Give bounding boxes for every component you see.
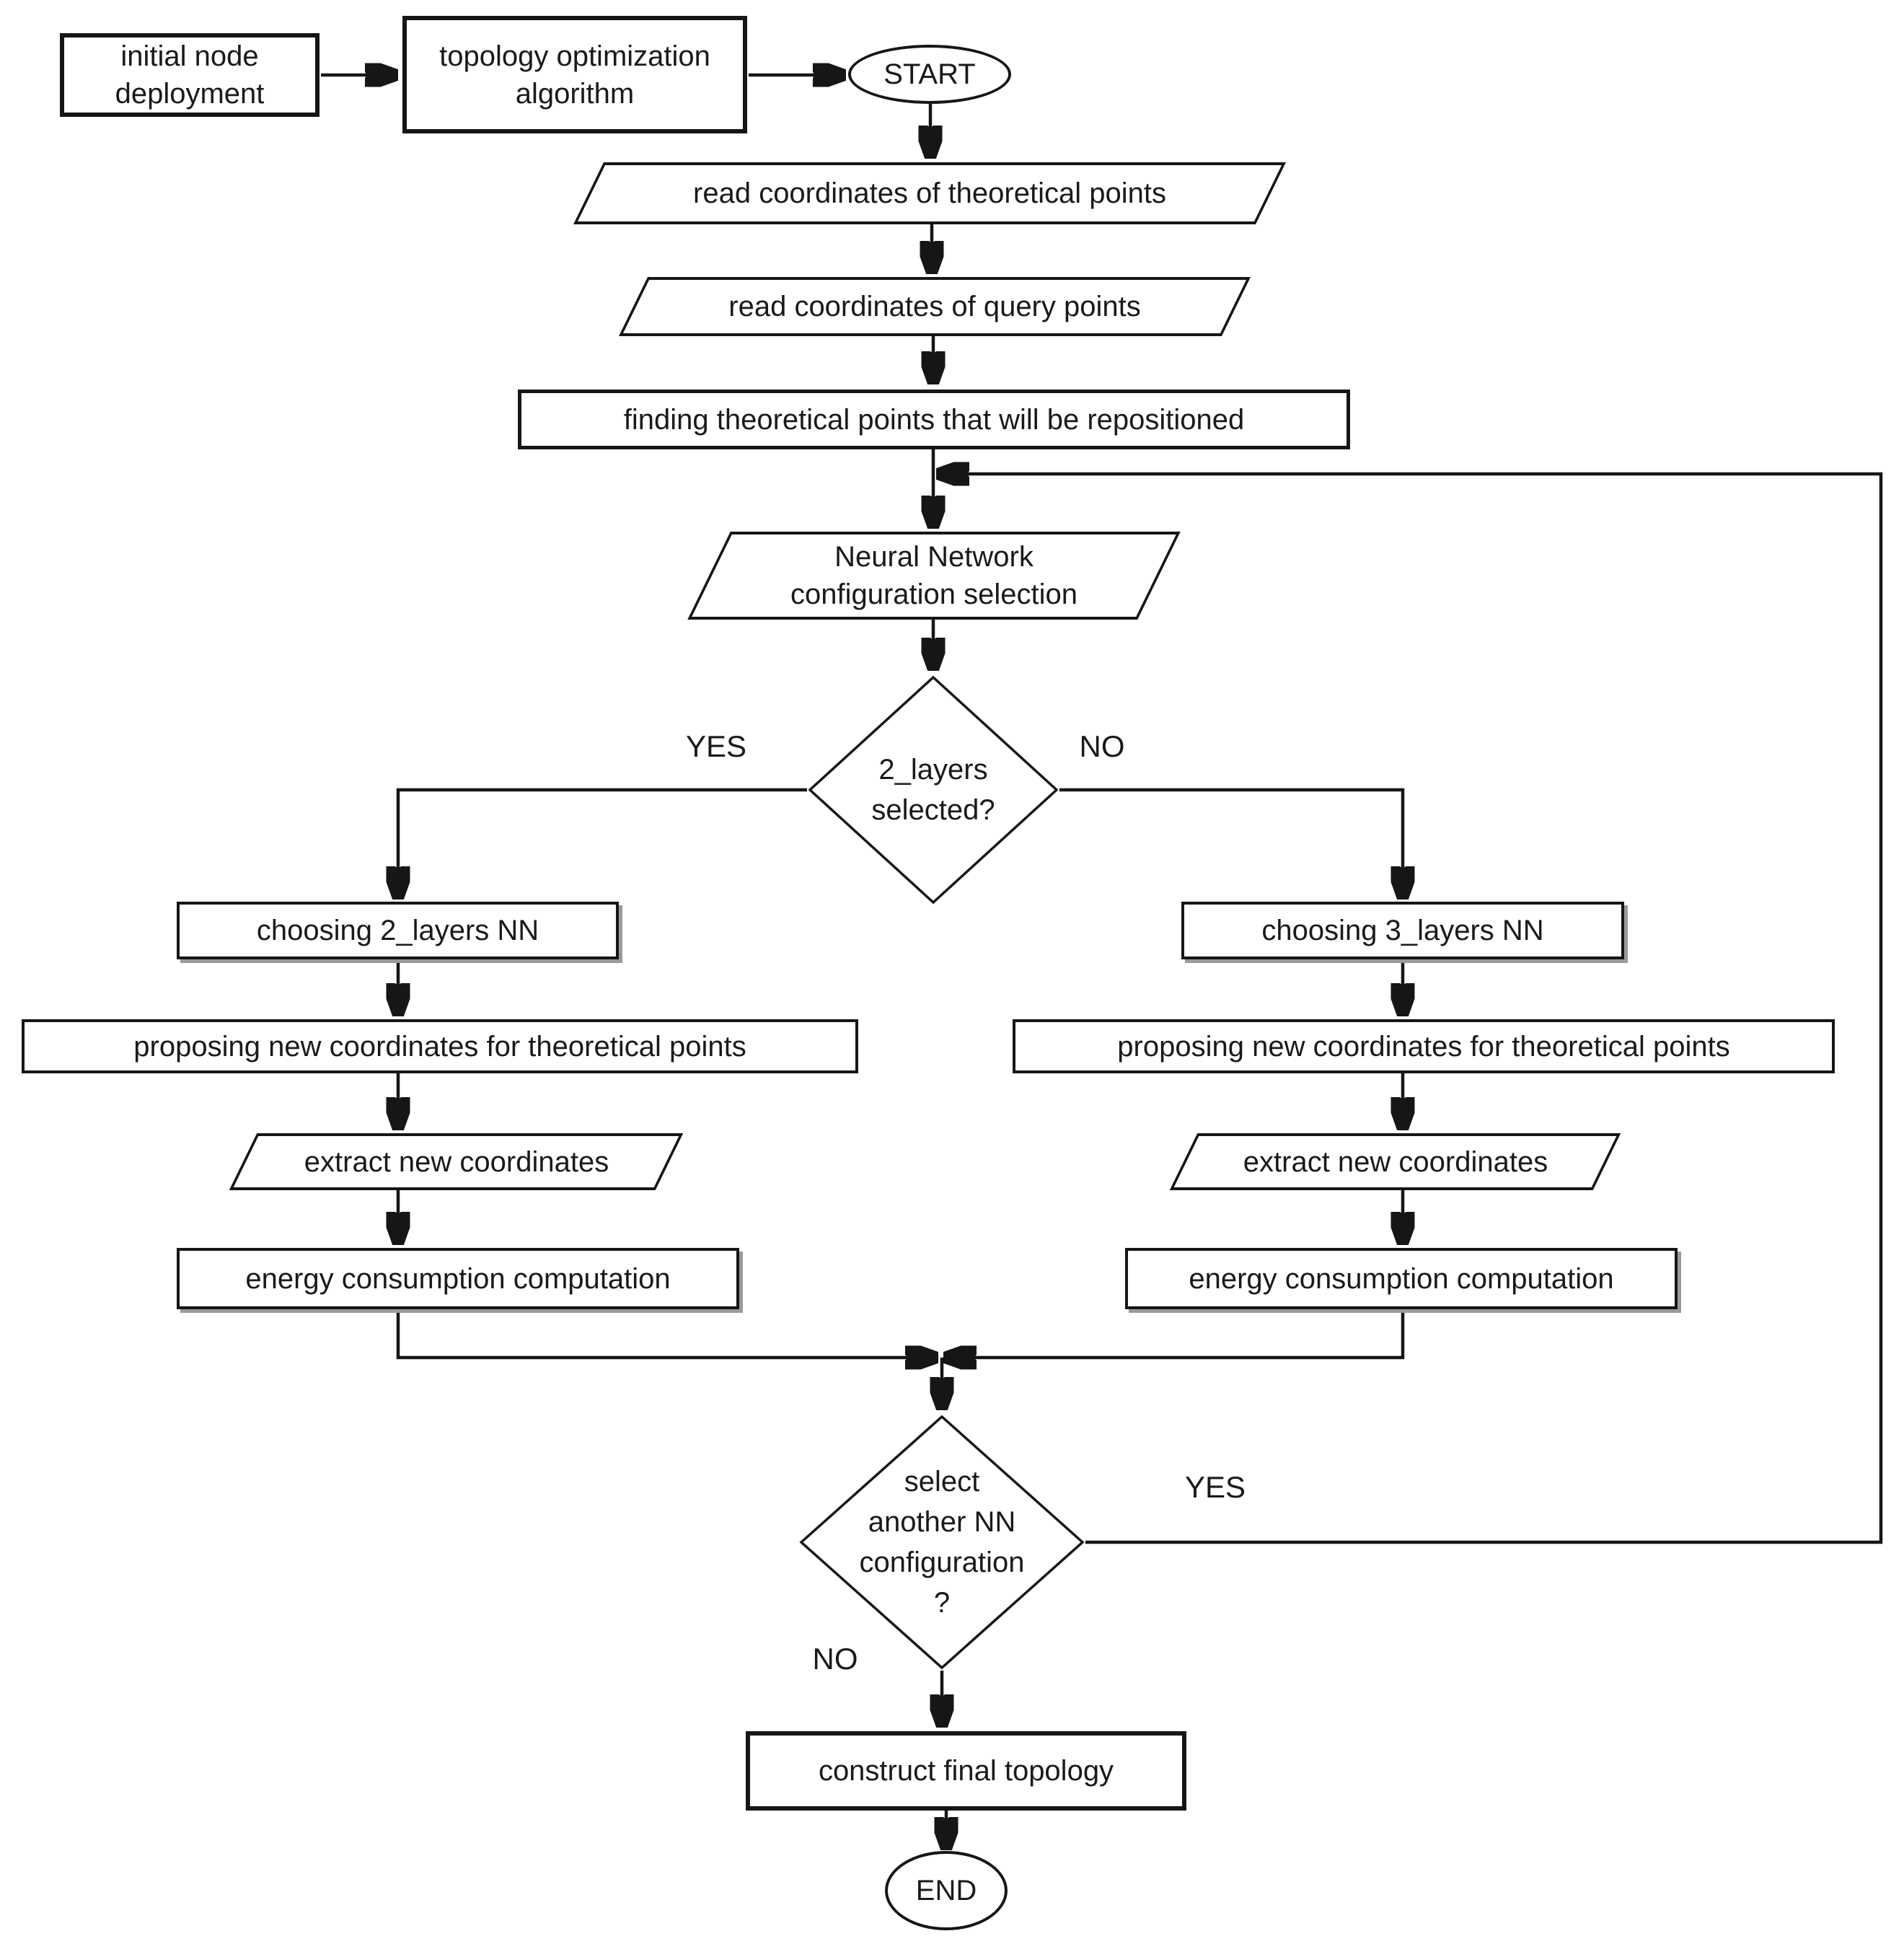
node-energy-left: energy consumption computation — [177, 1248, 739, 1309]
node-decision-2layers: 2_layers selected? — [807, 674, 1059, 905]
node-nn-config-selection-label: Neural Network configuration selection — [790, 541, 1078, 610]
node-extract-left-label: extract new coordinates — [304, 1145, 609, 1178]
node-finding-points-label: finding theoretical points that will be … — [623, 403, 1245, 436]
edge-label-yes-another: YES — [1184, 1470, 1246, 1504]
node-choosing-2layers: choosing 2_layers NN — [177, 902, 619, 959]
node-extract-right: extract new coordinates — [1169, 1133, 1621, 1190]
node-read-query-label: read coordinates of query points — [728, 291, 1141, 322]
edge-label-yes-2layers: YES — [685, 729, 747, 763]
node-proposing-right-label: proposing new coordinates for theoretica… — [1117, 1030, 1730, 1063]
node-decision-another-nn-label: select another NN configuration ? — [859, 1466, 1025, 1619]
node-energy-left-label: energy consumption computation — [245, 1262, 671, 1295]
node-construct-topology-label: construct final topology — [818, 1755, 1114, 1787]
node-nn-config-selection: Neural Network configuration selection — [687, 532, 1181, 620]
node-construct-topology: construct final topology — [746, 1731, 1186, 1811]
node-finding-points: finding theoretical points that will be … — [518, 390, 1350, 449]
node-end-label: END — [915, 1875, 977, 1906]
node-choosing-2layers-label: choosing 2_layers NN — [256, 915, 539, 946]
node-energy-right: energy consumption computation — [1125, 1248, 1678, 1309]
node-choosing-3layers-label: choosing 3_layers NN — [1261, 915, 1544, 946]
node-extract-left: extract new coordinates — [229, 1133, 684, 1190]
node-initial-deployment: initial node deployment — [60, 33, 319, 117]
edge-decision-no-to-choosing3 — [1059, 788, 1403, 896]
node-proposing-left-label: proposing new coordinates for theoretica… — [133, 1030, 746, 1063]
node-topology-algorithm-label: topology optimization algorithm — [439, 40, 710, 110]
node-read-query: read coordinates of query points — [619, 277, 1251, 336]
node-energy-right-label: energy consumption computation — [1189, 1262, 1614, 1295]
node-decision-another-nn: select another NN configuration ? — [798, 1414, 1085, 1671]
diamond-shape — [808, 675, 1059, 905]
node-proposing-right: proposing new coordinates for theoretica… — [1013, 1019, 1835, 1073]
edge-loopback-yes-another — [940, 474, 1883, 1544]
node-read-theoretical-label: read coordinates of theoretical points — [693, 177, 1166, 209]
edge-label-no-another: NO — [812, 1642, 858, 1676]
node-initial-deployment-label: initial node deployment — [115, 40, 265, 110]
edge-energy-right-to-junction — [947, 1309, 1405, 1358]
edge-label-no-2layers: NO — [1079, 729, 1125, 763]
node-proposing-left: proposing new coordinates for theoretica… — [22, 1019, 858, 1073]
node-extract-right-label: extract new coordinates — [1243, 1145, 1548, 1178]
node-decision-2layers-label: 2_layers selected? — [871, 754, 995, 826]
node-end: END — [885, 1851, 1008, 1930]
node-start-label: START — [883, 58, 976, 90]
node-start: START — [848, 45, 1011, 104]
node-topology-algorithm: topology optimization algorithm — [402, 16, 747, 133]
node-read-theoretical: read coordinates of theoretical points — [573, 162, 1286, 224]
diamond-shape — [799, 1415, 1085, 1670]
edge-energy-left-to-junction — [396, 1309, 935, 1358]
node-choosing-3layers: choosing 3_layers NN — [1181, 902, 1624, 959]
edge-decision-yes-to-choosing2 — [398, 788, 807, 896]
